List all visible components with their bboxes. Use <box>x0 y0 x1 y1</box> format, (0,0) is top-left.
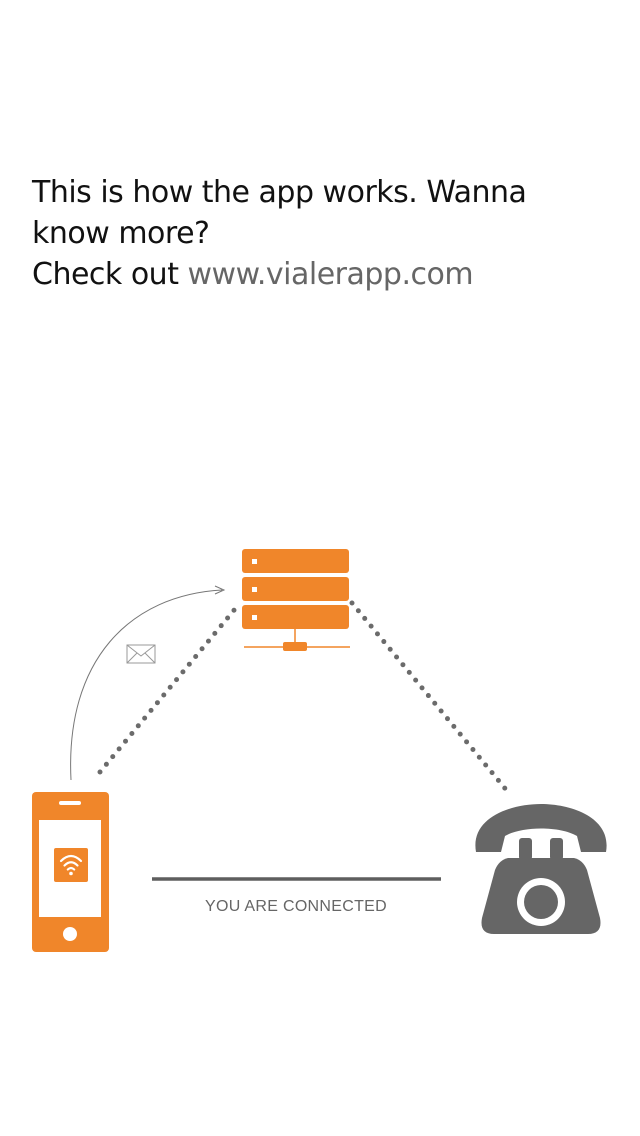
server-icon <box>242 549 350 651</box>
intro-link-line: Check out www.vialerapp.com <box>32 254 612 295</box>
connection-status-label: YOU ARE CONNECTED <box>204 898 387 915</box>
intro-text: This is how the app works. Wanna know mo… <box>32 172 612 295</box>
dotted-link-phone-server <box>97 600 243 775</box>
arrow-head-icon <box>214 585 226 595</box>
website-link[interactable]: www.vialerapp.com <box>187 257 474 292</box>
telephone-icon <box>475 804 607 934</box>
intro-line: This is how the app works. Wanna know mo… <box>32 175 527 251</box>
wifi-icon <box>54 848 88 882</box>
dotted-link-server-telephone <box>349 600 511 795</box>
smartphone-icon <box>32 792 109 952</box>
message-arc <box>70 589 223 781</box>
check-out-label: Check out <box>32 257 188 292</box>
envelope-icon <box>126 644 156 664</box>
